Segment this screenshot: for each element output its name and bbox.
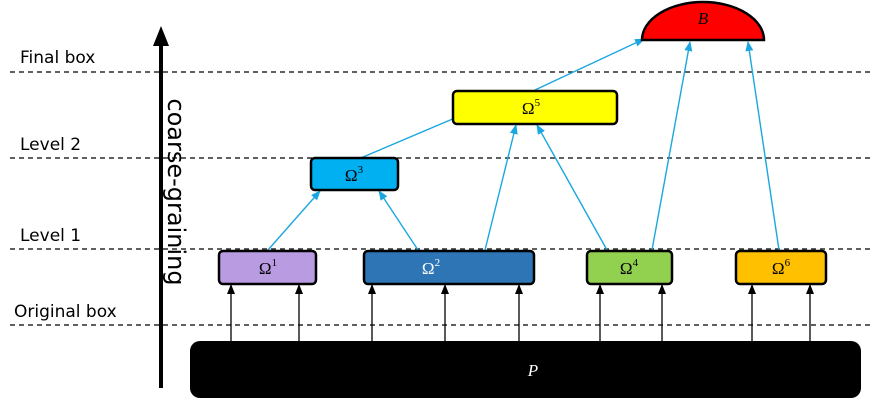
omega6-sup: 6 xyxy=(785,257,791,269)
level-lines xyxy=(10,71,870,326)
svg-text:Ω3: Ω3 xyxy=(345,164,364,185)
p-arrows xyxy=(227,284,814,342)
svg-text:Ω5: Ω5 xyxy=(522,97,541,118)
omega4-sup: 4 xyxy=(633,257,639,269)
level-2-label: Level 2 xyxy=(20,135,81,155)
omega3-box: Ω3 xyxy=(309,156,400,192)
omega5-box: Ω5 xyxy=(451,89,619,126)
arrow-omega6-B xyxy=(745,41,780,251)
arrow-omega4-omega5 xyxy=(536,124,608,251)
omega4-box: Ω4 xyxy=(585,249,674,286)
svg-text:Ω6: Ω6 xyxy=(772,257,791,278)
omega2-sup: 2 xyxy=(435,257,441,269)
svg-text:Ω2: Ω2 xyxy=(422,257,440,278)
level-1-label: Level 1 xyxy=(20,226,81,246)
omega4-base: Ω xyxy=(620,259,633,278)
omega3-sup: 3 xyxy=(358,164,364,176)
omega3-base: Ω xyxy=(345,166,358,185)
coarse-graining-label: coarse-graining xyxy=(162,98,190,285)
B-label: B xyxy=(698,9,709,28)
omega6-base: Ω xyxy=(772,259,785,278)
omega1-box: Ω1 xyxy=(217,249,318,286)
arrow-omega2-omega5 xyxy=(484,124,518,251)
omega2-base: Ω xyxy=(422,259,435,278)
p-label: P xyxy=(527,361,538,380)
svg-text:Ω1: Ω1 xyxy=(259,257,277,278)
omega6-box: Ω6 xyxy=(734,249,828,286)
arrow-omega5-B xyxy=(534,38,645,91)
omega5-sup: 5 xyxy=(535,97,541,109)
omega2-box: Ω2 xyxy=(362,249,536,286)
p-box xyxy=(190,341,861,398)
final-box-label: Final box xyxy=(20,48,95,68)
arrow-omega2-omega3 xyxy=(378,190,419,251)
arrow-omega3-omega5 xyxy=(355,114,463,161)
omega1-sup: 1 xyxy=(272,257,278,269)
B-node: B xyxy=(640,0,766,42)
original-box-label: Original box xyxy=(14,302,117,322)
omega5-base: Ω xyxy=(522,99,535,118)
blue-arrows xyxy=(267,38,780,251)
coarse-graining-arrow-head xyxy=(153,26,169,46)
omega1-base: Ω xyxy=(259,259,272,278)
arrow-omega1-omega3 xyxy=(267,190,321,251)
svg-text:Ω4: Ω4 xyxy=(620,257,639,278)
arrow-omega4-B xyxy=(651,41,693,251)
